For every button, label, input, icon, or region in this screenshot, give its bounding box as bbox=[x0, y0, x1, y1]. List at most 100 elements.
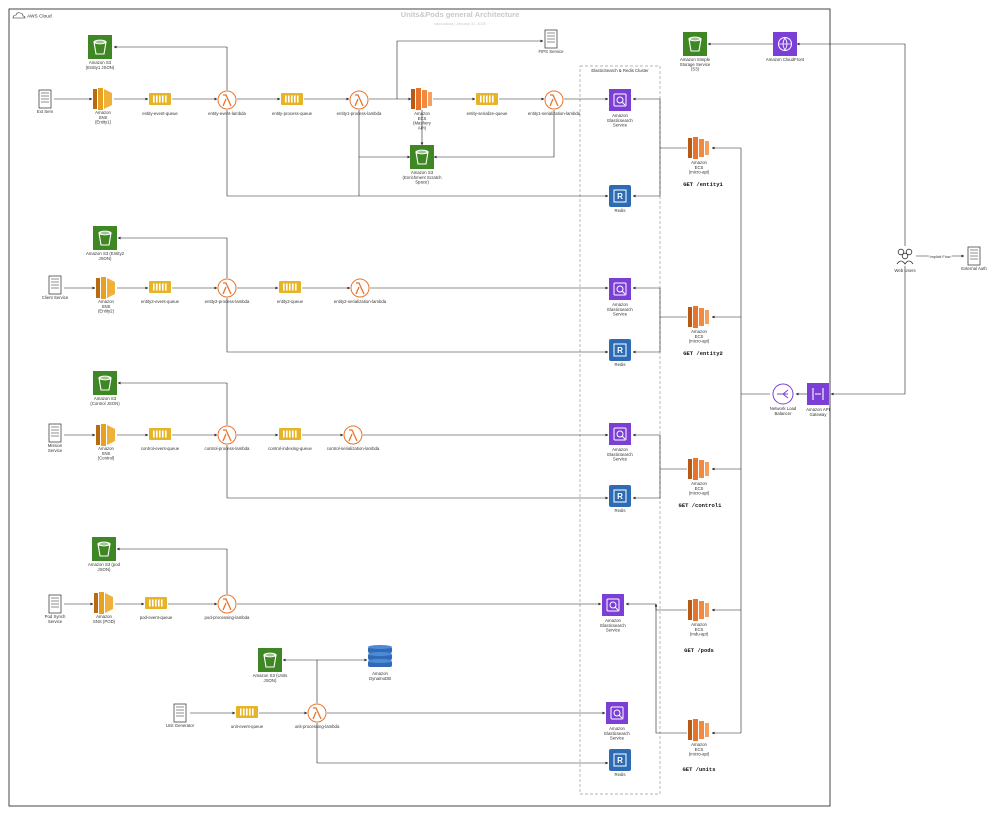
node-label: unit-processing-lambda bbox=[295, 724, 340, 729]
unit-generator: Unit Generator bbox=[166, 703, 195, 728]
node-label: Unit Generator bbox=[166, 723, 195, 728]
node-label: entity1-serialization-lambda bbox=[528, 111, 581, 116]
redis-icon: R bbox=[609, 485, 631, 507]
server-icon bbox=[48, 594, 62, 614]
sns-topic-icon bbox=[96, 277, 115, 299]
server-icon bbox=[173, 703, 187, 723]
server-icon bbox=[48, 275, 62, 295]
node-label: Amazon S3(Entity1 JSON) bbox=[86, 60, 115, 70]
sqs-queue-icon bbox=[145, 597, 167, 609]
node-label: FIPS Service bbox=[538, 49, 564, 54]
node-label: control-event-queue bbox=[141, 446, 180, 451]
users-icon bbox=[896, 248, 914, 265]
s3-bucket-icon bbox=[683, 32, 707, 56]
sns-topic-icon bbox=[94, 592, 113, 614]
route-units: GET /units bbox=[682, 766, 715, 773]
api-gateway-icon bbox=[807, 383, 829, 405]
cloudfront: Amazon CloudFront bbox=[766, 32, 805, 62]
node-label: control-serialization-lambda bbox=[327, 446, 380, 451]
sqs-entity-serialize: entity-serialize-queue bbox=[467, 93, 508, 116]
ecs-icon bbox=[688, 599, 709, 621]
node-label: Redis bbox=[615, 508, 626, 513]
cloudfront-icon bbox=[773, 32, 797, 56]
lambda-pod-processing: pod-processing-lambda bbox=[205, 594, 250, 620]
lambda-icon bbox=[217, 425, 237, 445]
sqs-queue-icon bbox=[476, 93, 498, 105]
node-label: Redis bbox=[615, 208, 626, 213]
node-label: entity-serialize-queue bbox=[467, 111, 508, 116]
route-control1: GET /control1 bbox=[679, 502, 723, 509]
elasticsearch-icon bbox=[609, 423, 631, 445]
s3-bucket-icon bbox=[88, 35, 112, 59]
ecs-icon bbox=[688, 306, 709, 328]
edges bbox=[54, 39, 965, 765]
svg-text:R: R bbox=[617, 192, 623, 201]
s3-bucket-icon bbox=[92, 537, 116, 561]
server-icon bbox=[967, 246, 981, 266]
svg-text:R: R bbox=[617, 492, 623, 501]
sqs-entity2-event: entity2-event-queue bbox=[141, 281, 180, 304]
sqs-queue-icon bbox=[236, 706, 258, 718]
node-label: entity-event-lambda bbox=[208, 111, 246, 116]
svg-text:R: R bbox=[617, 346, 623, 355]
sqs-queue-icon bbox=[279, 428, 301, 440]
cluster-label: ElasticSearch & Redis Cluster bbox=[591, 68, 649, 73]
node-label: Amazon CloudFront bbox=[766, 57, 805, 62]
node-label: entity2-serialization-lambda bbox=[334, 299, 387, 304]
node-label: unit-event-queue bbox=[231, 724, 264, 729]
dynamodb-icon bbox=[368, 645, 392, 667]
lambda-icon bbox=[217, 594, 237, 614]
s3-bucket-icon bbox=[93, 371, 117, 395]
node-label: Redis bbox=[615, 772, 626, 777]
external-auth: External Auth bbox=[961, 246, 987, 271]
lambda-icon bbox=[217, 90, 237, 110]
sqs-queue-icon bbox=[281, 93, 303, 105]
route-entity1: GET /entity1 bbox=[683, 181, 723, 188]
svg-text:R: R bbox=[617, 756, 623, 765]
s3-bucket-icon bbox=[258, 648, 282, 672]
redis-icon: R bbox=[609, 185, 631, 207]
sqs-control-event: control-event-queue bbox=[141, 428, 180, 451]
ecs-icon bbox=[688, 458, 709, 480]
elasticsearch-icon bbox=[606, 702, 628, 724]
node-label: entity-event-queue bbox=[142, 111, 178, 116]
node-label: Redis bbox=[615, 362, 626, 367]
lambda-icon bbox=[349, 90, 369, 110]
load-balancer-icon bbox=[772, 383, 794, 405]
sns-topic-icon bbox=[93, 88, 112, 110]
node-label: entity-process-queue bbox=[272, 111, 313, 116]
lambda-icon bbox=[350, 278, 370, 298]
lambda-unit-processing: unit-processing-lambda bbox=[295, 703, 340, 729]
